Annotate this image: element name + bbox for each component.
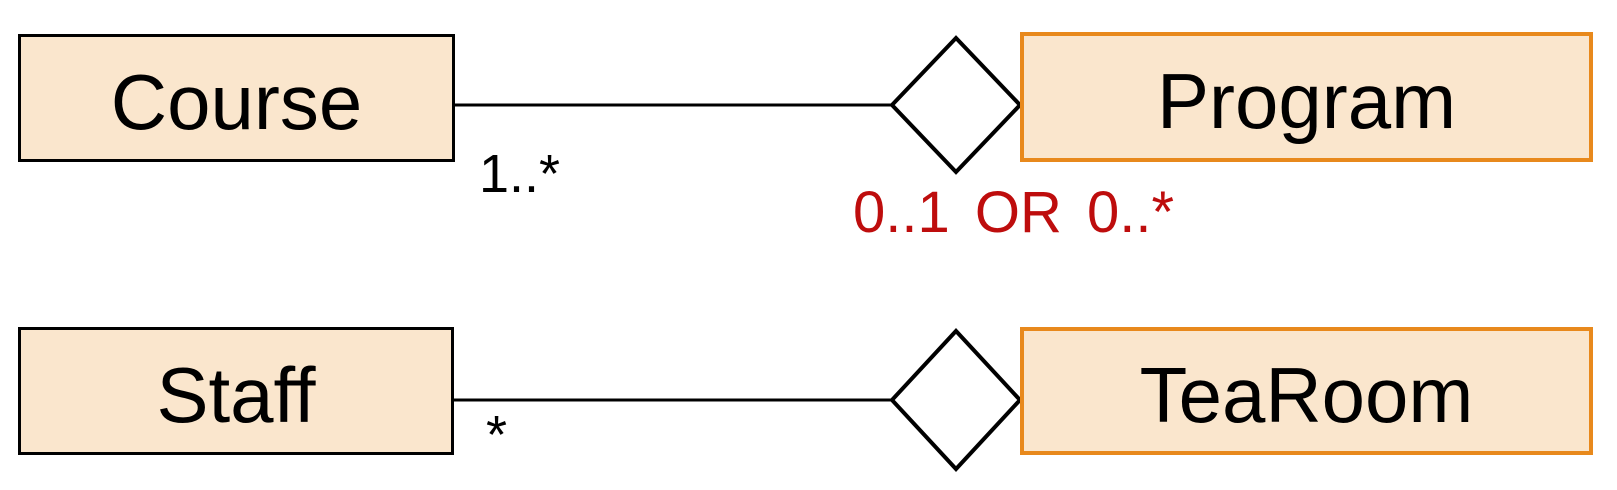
multiplicity-label-program-constraint: 0..1 OR 0..*: [853, 180, 1175, 245]
entity-staff: Staff: [18, 327, 454, 455]
entity-program: Program: [1020, 32, 1593, 162]
entity-staff-label: Staff: [156, 350, 316, 439]
entity-program-label: Program: [1156, 56, 1457, 145]
entity-tearoom: TeaRoom: [1020, 327, 1593, 455]
entity-course-label: Course: [110, 57, 363, 146]
aggregation-diamond-icon: [889, 35, 1023, 175]
multiplicity-label-course: 1..*: [479, 144, 561, 204]
entity-course: Course: [18, 34, 455, 162]
entity-tearoom-label: TeaRoom: [1139, 350, 1474, 439]
aggregation-diamond-icon: [889, 328, 1023, 472]
multiplicity-label-staff: *: [486, 405, 508, 465]
